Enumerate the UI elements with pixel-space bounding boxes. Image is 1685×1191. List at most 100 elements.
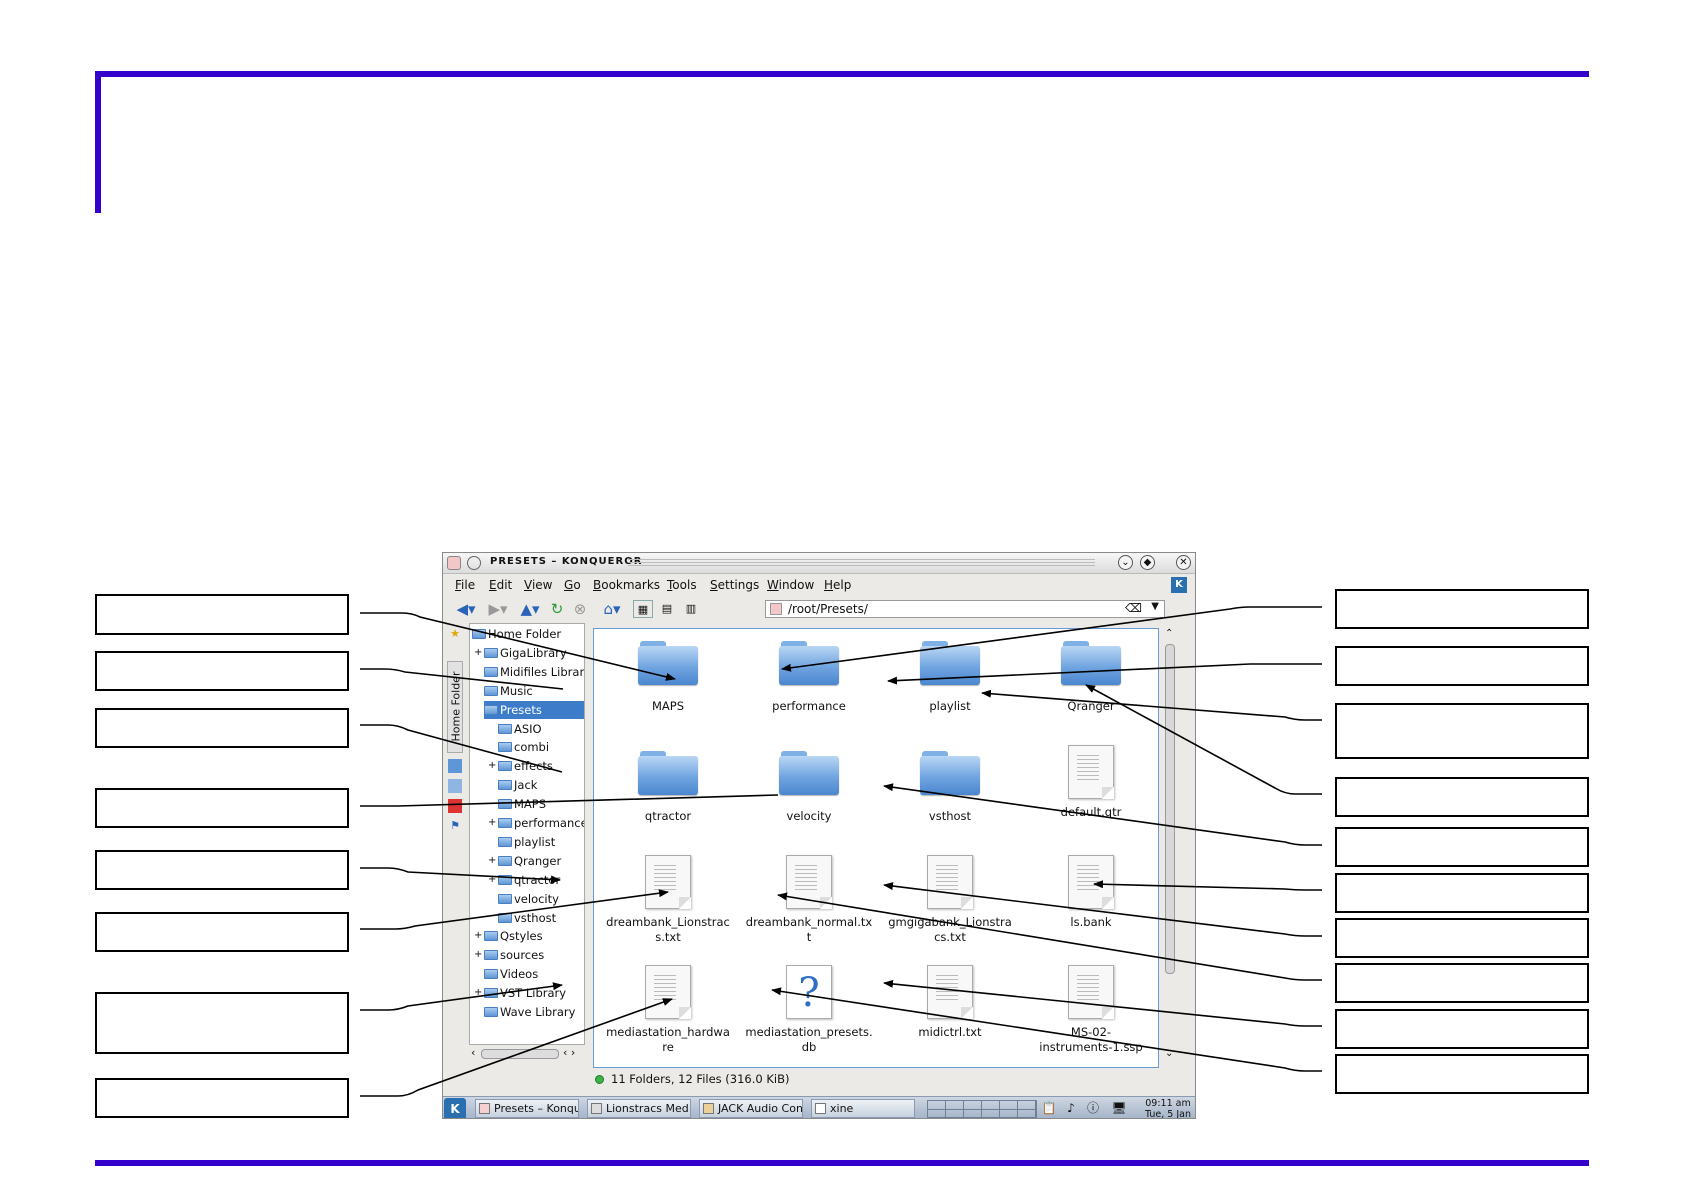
callout-box-right-6 bbox=[1335, 873, 1589, 913]
stop-icon[interactable]: ⊗ bbox=[573, 600, 587, 618]
mixer-icon[interactable]: ♪ bbox=[1067, 1101, 1075, 1115]
tree-item[interactable]: Midifiles Library bbox=[484, 663, 584, 681]
location-input[interactable]: /root/Presets/ bbox=[788, 602, 868, 616]
tree-item[interactable]: +VST Library bbox=[474, 984, 584, 1002]
minimize-button[interactable]: ⌄ bbox=[1118, 555, 1133, 570]
clear-location-icon[interactable]: ⌫ bbox=[1125, 601, 1142, 615]
flag-icon[interactable]: ⚑ bbox=[450, 819, 460, 832]
expand-icon[interactable]: + bbox=[474, 987, 483, 999]
tree-item[interactable]: +Qranger bbox=[488, 852, 584, 870]
menu-view[interactable]: View bbox=[524, 578, 553, 592]
tree-item[interactable]: +qtractor bbox=[488, 871, 584, 889]
clipboard-icon[interactable]: 📋 bbox=[1041, 1101, 1057, 1115]
menu-go[interactable]: Go bbox=[564, 578, 581, 592]
scroll-up-icon[interactable]: ⌃ bbox=[1165, 628, 1174, 639]
maximize-button[interactable]: ◆ bbox=[1140, 555, 1155, 570]
bookmarks-star-icon[interactable]: ★ bbox=[450, 627, 460, 640]
tree-item[interactable]: combi bbox=[498, 738, 584, 756]
expand-icon[interactable]: + bbox=[488, 854, 497, 866]
tree-item[interactable]: velocity bbox=[498, 890, 584, 908]
reload-icon[interactable]: ↻ bbox=[550, 600, 564, 618]
scroll-left-icon[interactable]: ‹ bbox=[471, 1046, 476, 1059]
tab-home-folder[interactable]: Home Folder bbox=[447, 661, 463, 753]
split-view-icon[interactable]: ▥ bbox=[685, 602, 697, 615]
expand-icon[interactable]: + bbox=[488, 760, 497, 772]
menu-window[interactable]: Window bbox=[767, 578, 815, 592]
detail-view-icon[interactable]: ▤ bbox=[661, 602, 673, 615]
file-item[interactable]: ls.bank bbox=[1025, 855, 1157, 930]
tree-item[interactable]: vsthost bbox=[498, 909, 584, 927]
home-icon[interactable]: ⌂▾ bbox=[603, 600, 621, 618]
expand-icon[interactable]: + bbox=[488, 873, 497, 885]
tree-item[interactable]: MAPS bbox=[498, 795, 584, 813]
chevron-down-icon[interactable]: ▼ bbox=[1151, 601, 1159, 612]
file-label: vsthost bbox=[884, 809, 1016, 824]
close-button[interactable]: ✕ bbox=[1176, 555, 1191, 570]
file-item[interactable]: vsthost bbox=[884, 745, 1016, 824]
file-label-line: dreambank_normal.tx bbox=[745, 915, 873, 929]
expand-icon[interactable]: + bbox=[474, 646, 483, 658]
menu-help[interactable]: Help bbox=[824, 578, 852, 592]
tree-item[interactable]: Music bbox=[484, 682, 584, 700]
task-konqueror[interactable]: Presets – Konqu bbox=[475, 1099, 579, 1118]
expand-icon[interactable]: + bbox=[488, 817, 497, 828]
network-icon[interactable] bbox=[448, 779, 462, 793]
tree-item[interactable]: Videos bbox=[484, 965, 584, 983]
menu-file[interactable]: File bbox=[455, 578, 476, 592]
task-jack[interactable]: JACK Audio Con bbox=[699, 1099, 803, 1118]
folder-icon bbox=[498, 912, 512, 923]
tree-item[interactable]: +sources bbox=[474, 946, 584, 964]
back-icon[interactable]: ◀▾ bbox=[456, 600, 476, 618]
scroll-down-icon[interactable]: ⌄ bbox=[1165, 1048, 1174, 1059]
desktop-pager[interactable] bbox=[927, 1100, 1037, 1118]
file-label-line: cs.txt bbox=[934, 930, 966, 944]
tree-item[interactable]: +Qstyles bbox=[474, 927, 584, 945]
icon-view-icon[interactable]: ▦ bbox=[633, 600, 653, 618]
tree-item[interactable]: Wave Library bbox=[484, 1003, 584, 1021]
kmenu-button[interactable]: K bbox=[444, 1098, 466, 1118]
file-item[interactable]: MAPS bbox=[602, 635, 734, 714]
file-label: MS-02-instruments-1.ssp bbox=[1025, 1025, 1157, 1055]
tree-item[interactable]: +effects bbox=[488, 757, 584, 775]
home-icon[interactable] bbox=[448, 759, 462, 773]
tree-item[interactable]: Jack bbox=[498, 776, 584, 794]
scroll-thumb[interactable] bbox=[1165, 644, 1175, 974]
expand-icon[interactable]: + bbox=[474, 949, 483, 961]
task-lionstracs[interactable]: Lionstracs Med bbox=[587, 1099, 691, 1118]
file-item[interactable]: qtractor bbox=[602, 745, 734, 824]
forward-icon[interactable]: ▶▾ bbox=[488, 600, 508, 618]
leader-line-left-1 bbox=[360, 612, 676, 681]
tree-item[interactable]: -Presets bbox=[474, 700, 584, 719]
tree-item[interactable]: ASIO bbox=[498, 720, 584, 738]
menu-edit[interactable]: Edit bbox=[489, 578, 513, 592]
menu-settings[interactable]: Settings bbox=[710, 578, 760, 592]
callout-box-left-6 bbox=[95, 912, 349, 952]
clock-date: Tue, 5 Jan bbox=[1145, 1109, 1191, 1119]
file-item[interactable]: ?mediastation_presets.db bbox=[743, 965, 875, 1055]
folder-icon bbox=[484, 950, 498, 961]
task-xine[interactable]: xine bbox=[811, 1099, 915, 1118]
info-icon[interactable]: ⓘ bbox=[1086, 1101, 1099, 1115]
file-item[interactable]: MS-02-instruments-1.ssp bbox=[1025, 965, 1157, 1055]
window-menu-icon[interactable] bbox=[447, 556, 461, 570]
media-icon[interactable] bbox=[448, 799, 462, 813]
scroll-right-icon[interactable]: ‹ › bbox=[563, 1046, 576, 1059]
file-item[interactable]: default.qtr bbox=[1025, 745, 1157, 820]
title-bar[interactable]: PRESETS – KONQUEROR ⌄ ◆ ✕ bbox=[443, 553, 1195, 574]
file-item[interactable]: velocity bbox=[743, 745, 875, 824]
display-icon[interactable]: 🖥 bbox=[1111, 1101, 1127, 1115]
tree-item[interactable]: playlist bbox=[498, 833, 584, 851]
up-icon[interactable]: ▲▾ bbox=[520, 600, 540, 618]
collapse-icon[interactable]: - bbox=[474, 703, 478, 715]
menu-bookmarks[interactable]: Bookmarks bbox=[593, 578, 661, 592]
sticky-icon[interactable] bbox=[467, 556, 481, 570]
tree-item[interactable]: +performance bbox=[488, 814, 584, 832]
clock[interactable]: 09:11 am Tue, 5 Jan bbox=[1145, 1098, 1191, 1119]
menu-tools[interactable]: Tools bbox=[667, 578, 697, 592]
expand-icon[interactable]: + bbox=[474, 930, 483, 942]
location-bar[interactable]: /root/Presets/ ⌫ ▼ bbox=[765, 600, 1165, 618]
vertical-scrollbar[interactable]: ⌃ ⌄ bbox=[1163, 628, 1177, 1068]
